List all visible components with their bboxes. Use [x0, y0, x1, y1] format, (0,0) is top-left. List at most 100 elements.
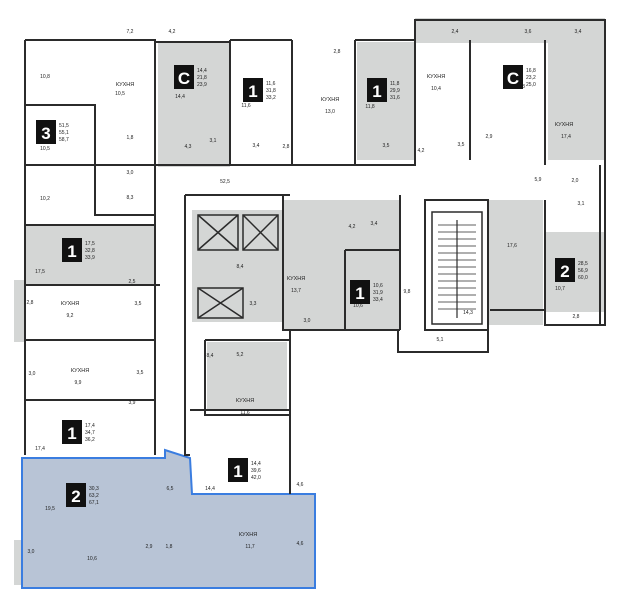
apartment-area: 33,4: [373, 297, 383, 303]
room-area-label: 3,5: [137, 370, 144, 376]
apartment-area: 33,2: [266, 95, 276, 101]
room-area-label: 8,4: [207, 353, 214, 359]
room-area-label: 3,6: [525, 29, 532, 35]
apartment-area: 34,7: [85, 430, 95, 436]
apartment-area: 32,8: [85, 248, 95, 254]
room-area-label: 3,0: [304, 318, 311, 324]
room-area-label: 3,0: [29, 371, 36, 377]
apartment-area: 17,5: [85, 241, 95, 247]
apartment-type: 1: [355, 284, 364, 303]
room-area-label: 11,6: [241, 103, 251, 109]
apt-c-top-right-fill-2[interactable]: [548, 42, 605, 160]
apartment-area: 63,2: [89, 493, 99, 499]
kitchen-label: КУХНЯ: [71, 368, 89, 374]
kitchen-label: КУХНЯ: [555, 122, 573, 128]
lift-fill: [192, 210, 282, 322]
apartment-area: 31,9: [373, 290, 383, 296]
badge-box: [66, 483, 86, 507]
stair-right-fill: [488, 200, 543, 325]
apartment-area: 31,6: [390, 95, 400, 101]
apartment-area: 23,9: [197, 82, 207, 88]
apartment-area: 31,8: [266, 88, 276, 94]
badge-box: [228, 458, 248, 482]
room-area-label: 11,6: [240, 410, 250, 416]
apt-1-center-fill[interactable]: [283, 200, 400, 330]
apt-left-wall-fill: [14, 280, 26, 342]
room-area-label: 4,2: [349, 224, 356, 230]
selected-apartment[interactable]: [21, 448, 316, 589]
room-area-label: 3,4: [371, 221, 378, 227]
apartment-area: 29,9: [390, 88, 400, 94]
apt-1-left-upper-fill[interactable]: [25, 225, 155, 285]
room-area-label: 3,0: [28, 549, 35, 555]
room-area-label: 3,1: [210, 138, 217, 144]
kitchen-label: КУХНЯ: [236, 398, 254, 404]
room-area-label: 17,5: [35, 269, 45, 275]
apartment-area: 56,9: [578, 268, 588, 274]
room-area-label: 10,2: [40, 196, 50, 202]
room-area-label: 2,0: [572, 178, 579, 184]
room-area-label: 3,9: [129, 400, 136, 406]
apartment-area: 60,0: [578, 275, 588, 281]
room-area-label: 10,5: [40, 146, 50, 152]
apartment-area: 42,0: [251, 475, 261, 481]
room-area-label: 3,5: [135, 301, 142, 307]
apartment-area: 30,3: [89, 486, 99, 492]
kitchen-label: КУХНЯ: [321, 97, 339, 103]
room-area-label: 17,6: [507, 243, 517, 249]
apartment-area: 58,7: [59, 137, 69, 143]
apartment-area: 51,5: [59, 123, 69, 129]
apartment-area: 17,4: [85, 423, 95, 429]
apartment-type: 1: [67, 242, 76, 261]
badge-box: [367, 78, 387, 102]
room-area-label: 10,7: [555, 286, 565, 292]
room-area-label: 4,2: [418, 148, 425, 154]
room-area-label: 2,9: [146, 544, 153, 550]
room-area-label: 3,0: [127, 170, 134, 176]
room-area-label: 8,4: [237, 264, 244, 270]
apartment-type: 1: [233, 462, 242, 481]
room-area-label: 2,8: [573, 314, 580, 320]
room-area-label: 3,5: [383, 143, 390, 149]
room-area-label: 14,3: [463, 310, 473, 316]
kitchen-label: КУХНЯ: [287, 276, 305, 282]
kitchen-label: КУХНЯ: [116, 82, 134, 88]
apartment-area: 28,5: [578, 261, 588, 267]
apt-c-top-left-fill[interactable]: [158, 42, 230, 167]
apartment-area: 14,4: [251, 461, 261, 467]
kitchen-label: КУХНЯ: [427, 74, 445, 80]
room-area-label: 13,0: [325, 109, 335, 115]
staircase: [431, 211, 483, 325]
apartment-area: 16,8: [526, 68, 536, 74]
apartment-area: 11,6: [266, 81, 276, 87]
room-area-label: 10,6: [87, 556, 97, 562]
apartment-area: 55,1: [59, 130, 69, 136]
room-area-label: 5,9: [535, 177, 542, 183]
apt-c-top-right-fill[interactable]: [415, 18, 605, 43]
apartment-type: С: [507, 69, 519, 88]
room-area-label: 4,3: [185, 144, 192, 150]
apt-1-bottom-mid-fill[interactable]: [207, 342, 287, 410]
room-area-label: 4,6: [297, 541, 304, 547]
room-area-label: 2,4: [452, 29, 459, 35]
room-area-label: 3,5: [458, 142, 465, 148]
apartment-type: 2: [71, 487, 80, 506]
badge-box: [555, 258, 575, 282]
apartment-area: 36,2: [85, 437, 95, 443]
room-area-label: 17,4: [35, 446, 45, 452]
lift-shafts: [197, 214, 279, 319]
room-area-label: 3,4: [253, 143, 260, 149]
room-area-label: 2,9: [486, 134, 493, 140]
